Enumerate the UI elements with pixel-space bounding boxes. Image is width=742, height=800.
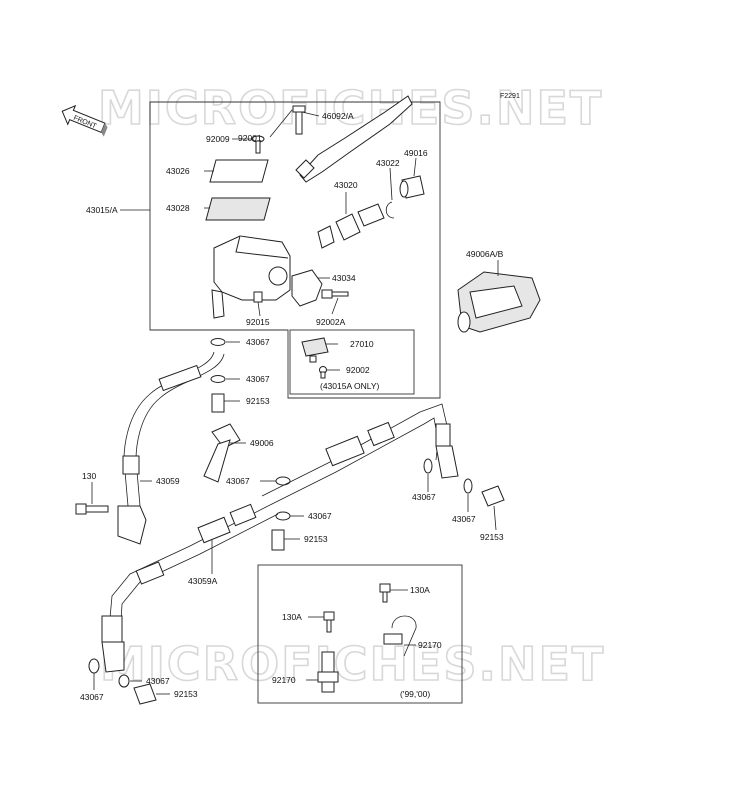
label-92002: 92002 <box>346 365 370 375</box>
label-130a-a: 130A <box>410 585 430 595</box>
pivot-bolt-icon <box>292 105 306 135</box>
label-92015: 92015 <box>246 317 270 327</box>
label-43067-d: 43067 <box>308 511 332 521</box>
clamp-bolt-icon <box>321 289 349 299</box>
circlip-icon <box>385 201 395 219</box>
label-43059: 43059 <box>156 476 180 486</box>
label-43020: 43020 <box>334 180 358 190</box>
brake-lever-icon <box>295 95 413 183</box>
label-43015a: 43015/A <box>86 205 118 215</box>
label-43067-g: 43067 <box>80 692 104 702</box>
label-43067-h: 43067 <box>146 676 170 686</box>
label-92170-a: 92170 <box>418 640 442 650</box>
label-92002a: 92002A <box>316 317 346 327</box>
figure-code: F2291 <box>500 93 520 100</box>
label-years: ('99,'00) <box>400 689 430 699</box>
leader-lines <box>91 109 499 695</box>
master-cylinder-body-icon <box>211 235 291 319</box>
label-92153-c: 92153 <box>480 532 504 542</box>
label-92153-d: 92153 <box>174 689 198 699</box>
label-43026: 43026 <box>166 166 190 176</box>
reservoir-cap-icon <box>209 159 269 183</box>
handlebar-clamp-icon <box>291 269 323 307</box>
nut-icon <box>253 291 263 303</box>
label-43028: 43028 <box>166 203 190 213</box>
piston-kit-icon <box>317 203 385 249</box>
bolt-130a-icon <box>323 583 391 633</box>
banjo-bolt-icon <box>133 393 505 705</box>
label-46092a: 46092/A <box>322 111 354 121</box>
label-130a-b: 130A <box>282 612 302 622</box>
label-43067-e: 43067 <box>412 492 436 502</box>
label-92009: 92009 <box>206 134 230 144</box>
label-92001: 92001 <box>238 133 262 143</box>
brake-switch-icon <box>301 337 329 363</box>
washer-icon <box>88 338 473 688</box>
label-130: 130 <box>82 471 96 481</box>
upper-brake-hose-icon <box>117 351 225 545</box>
watermark-bottom: MICROFICHES.NET <box>100 637 605 691</box>
lower-brake-hose-icon <box>101 403 459 673</box>
bracket-box <box>257 564 463 704</box>
label-27010: 27010 <box>350 339 374 349</box>
label-43034: 43034 <box>332 273 356 283</box>
diaphragm-icon <box>205 197 271 221</box>
label-92170-b: 92170 <box>272 675 296 685</box>
dust-boot-icon <box>399 175 425 199</box>
watermark-top: MICROFICHES.NET <box>98 81 603 135</box>
label-43067-a: 43067 <box>246 337 270 347</box>
label-92153-b: 92153 <box>304 534 328 544</box>
hose-clamp-icon <box>317 615 417 693</box>
label-92153-a: 92153 <box>246 396 270 406</box>
banjo-fitting-icon <box>203 423 241 483</box>
label-43067-f: 43067 <box>452 514 476 524</box>
label-49006: 49006 <box>250 438 274 448</box>
lever-cover-icon <box>457 271 541 333</box>
label-43022: 43022 <box>376 158 400 168</box>
bolt-130-icon <box>75 503 109 515</box>
switch-screw-icon <box>319 366 327 379</box>
switch-subbox <box>289 329 415 395</box>
label-43059a: 43059A <box>188 576 218 586</box>
label-43067-c: 43067 <box>226 476 250 486</box>
master-cylinder-box <box>149 101 441 399</box>
label-49006ab: 49006A/B <box>466 249 504 259</box>
label-43015a-only: (43015A ONLY) <box>320 381 380 391</box>
label-43067-b: 43067 <box>246 374 270 384</box>
label-49016: 49016 <box>404 148 428 158</box>
